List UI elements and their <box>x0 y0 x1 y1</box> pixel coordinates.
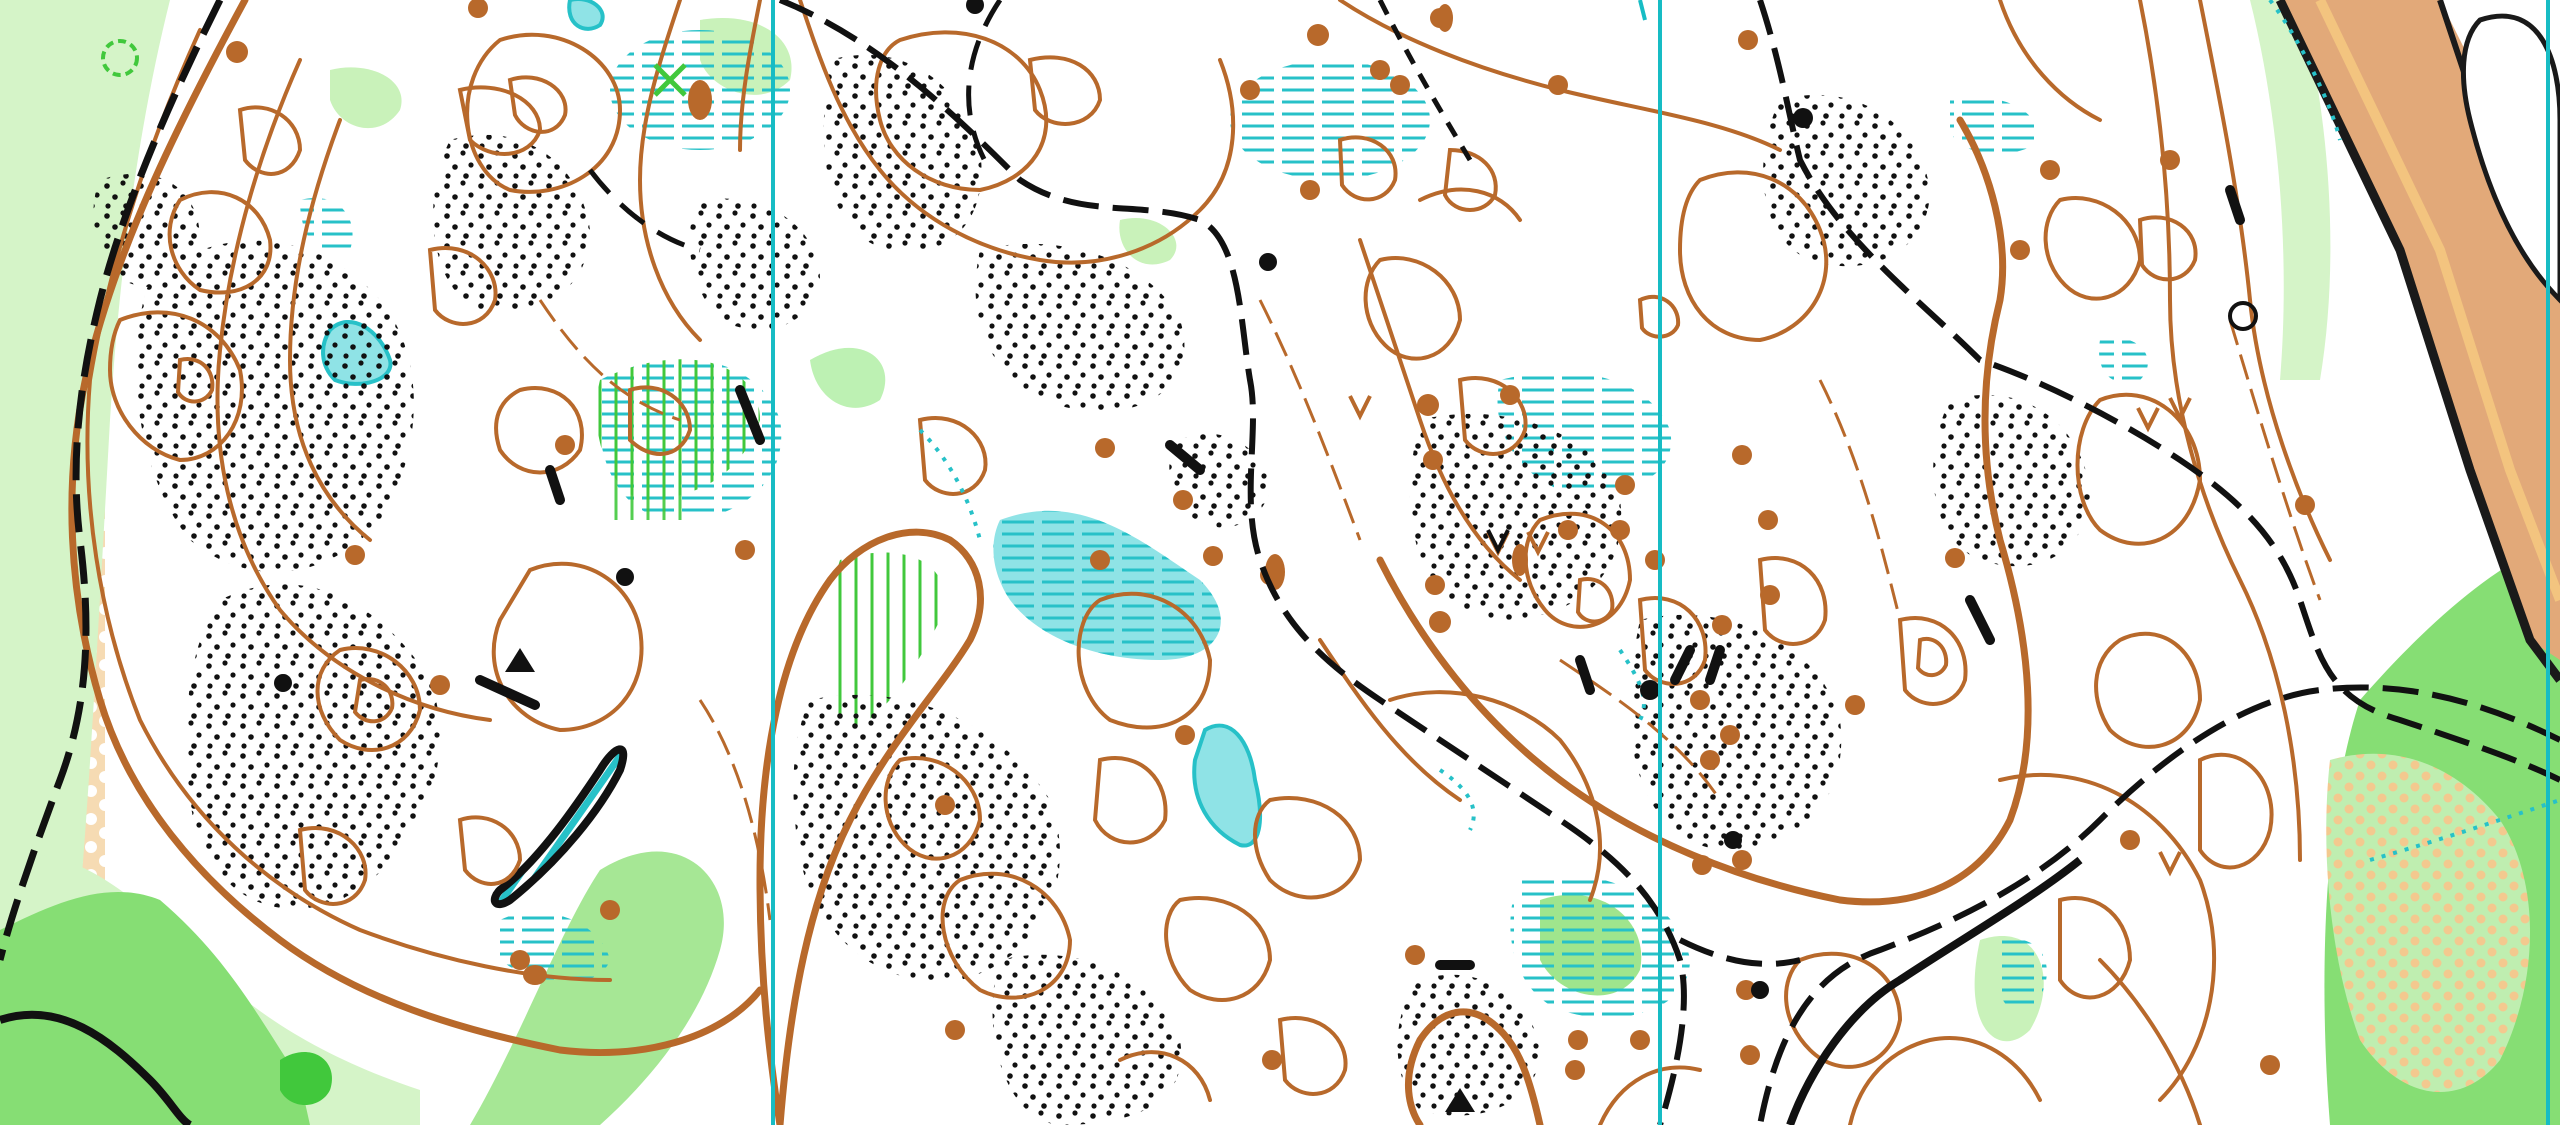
track <box>1678 937 1801 967</box>
pond-hatched <box>490 745 628 909</box>
marsh <box>810 347 886 408</box>
special-feature-ring <box>2228 301 2258 331</box>
pond <box>567 0 605 31</box>
track <box>1757 0 2560 783</box>
track <box>0 0 224 961</box>
track <box>1757 684 2560 1125</box>
path <box>966 0 1003 172</box>
dark-vegetation-area <box>280 1051 332 1105</box>
road-edge <box>2315 0 2560 602</box>
index-contour <box>1376 116 2032 906</box>
road-edge <box>2275 0 2560 683</box>
special-green-feature <box>653 63 687 97</box>
road-line <box>0 1010 193 1125</box>
marsh <box>1510 874 1690 1018</box>
marsh <box>1996 938 2047 1012</box>
road-line <box>1786 856 2083 1125</box>
light-vegetation-area <box>2250 0 2331 380</box>
index-contour <box>756 528 984 1125</box>
light-vegetation-area <box>0 0 170 1000</box>
marsh <box>300 198 353 253</box>
index-contour <box>68 0 764 1056</box>
knolls <box>226 0 2315 1080</box>
depressions-dark <box>1486 529 1510 555</box>
stream <box>1638 0 1647 21</box>
medium-vegetation-area <box>470 851 724 1125</box>
marsh <box>993 510 1221 660</box>
marsh <box>1230 60 1430 180</box>
special-green-feature <box>101 39 139 77</box>
trail <box>1377 0 1473 162</box>
marsh <box>2099 338 2148 383</box>
open-land-area <box>2326 753 2530 1093</box>
boulders <box>274 0 1813 999</box>
track <box>778 0 1687 1125</box>
index-contour <box>1404 1008 1544 1125</box>
parking-area <box>2461 13 2560 304</box>
marsh-vertical <box>600 380 700 520</box>
pond <box>1192 723 1262 848</box>
marsh-vertical <box>826 552 944 730</box>
magnetic-north-lines <box>771 0 2550 1125</box>
special-feature-triangle <box>505 648 535 672</box>
contour-lines <box>68 0 2332 1125</box>
light-vegetation-area <box>330 67 402 129</box>
form-lines <box>538 299 2322 921</box>
special-feature-triangle <box>1445 1088 1475 1112</box>
path <box>588 168 701 253</box>
water-courses <box>918 0 2560 862</box>
cliffs <box>475 185 2245 970</box>
medium-vegetation-area <box>0 891 310 1125</box>
